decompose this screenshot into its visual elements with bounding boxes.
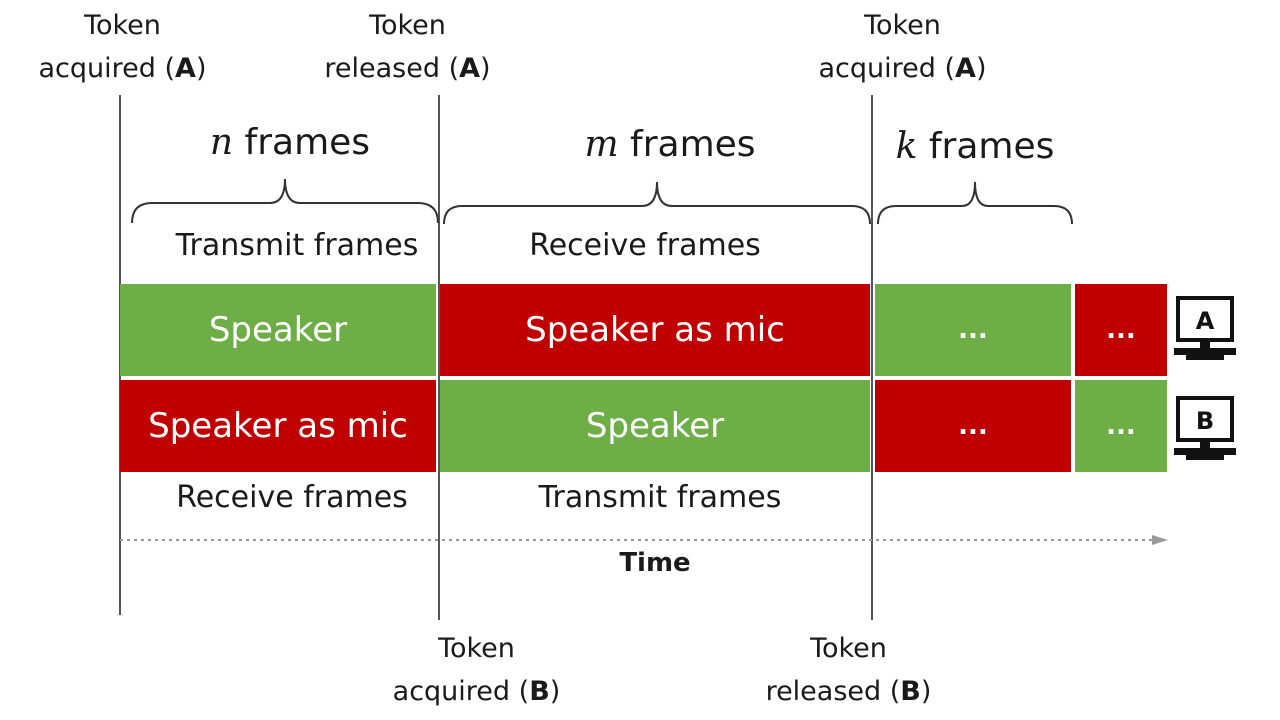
row-a-ellipsis-1: ... bbox=[875, 284, 1071, 376]
time-axis-arrow bbox=[120, 535, 1168, 545]
token-released-b: Token released (B) bbox=[765, 633, 932, 707]
frames-label-n: n frames bbox=[209, 122, 371, 163]
label-transmit-frames-top: Transmit frames bbox=[175, 228, 419, 263]
row-a-speaker: Speaker bbox=[120, 284, 436, 376]
device-label-b: B bbox=[1196, 407, 1214, 435]
computer-icon-a: A bbox=[1174, 296, 1236, 360]
row-a-speaker-as-mic: Speaker as mic bbox=[440, 284, 870, 376]
token-acquired-a-2: Token acquired (A) bbox=[818, 10, 987, 84]
time-label: Time bbox=[619, 548, 691, 578]
row-b-ellipsis-1: ... bbox=[875, 380, 1071, 472]
marker-line-3 bbox=[871, 95, 873, 620]
row-b-speaker: Speaker bbox=[440, 380, 870, 472]
row-a-ellipsis-2: ... bbox=[1075, 284, 1167, 376]
label-receive-frames-top: Receive frames bbox=[529, 228, 761, 263]
row-b-ellipsis-2: ... bbox=[1075, 380, 1167, 472]
brace-n bbox=[131, 178, 439, 224]
computer-icon-b: B bbox=[1174, 396, 1236, 460]
label-transmit-frames-bottom: Transmit frames bbox=[538, 480, 782, 515]
marker-line-2 bbox=[438, 95, 440, 620]
token-acquired-a-1: Token acquired (A) bbox=[38, 10, 207, 84]
token-acquired-b: Token acquired (B) bbox=[392, 633, 561, 707]
frames-label-m: m frames bbox=[584, 124, 756, 165]
token-released-a: Token released (A) bbox=[324, 10, 491, 84]
device-label-a: A bbox=[1196, 307, 1215, 335]
label-receive-frames-bottom: Receive frames bbox=[176, 480, 408, 515]
frames-label-k: k frames bbox=[895, 126, 1055, 167]
brace-k bbox=[877, 181, 1073, 225]
brace-m bbox=[443, 181, 871, 225]
row-b-speaker-as-mic: Speaker as mic bbox=[120, 380, 436, 472]
